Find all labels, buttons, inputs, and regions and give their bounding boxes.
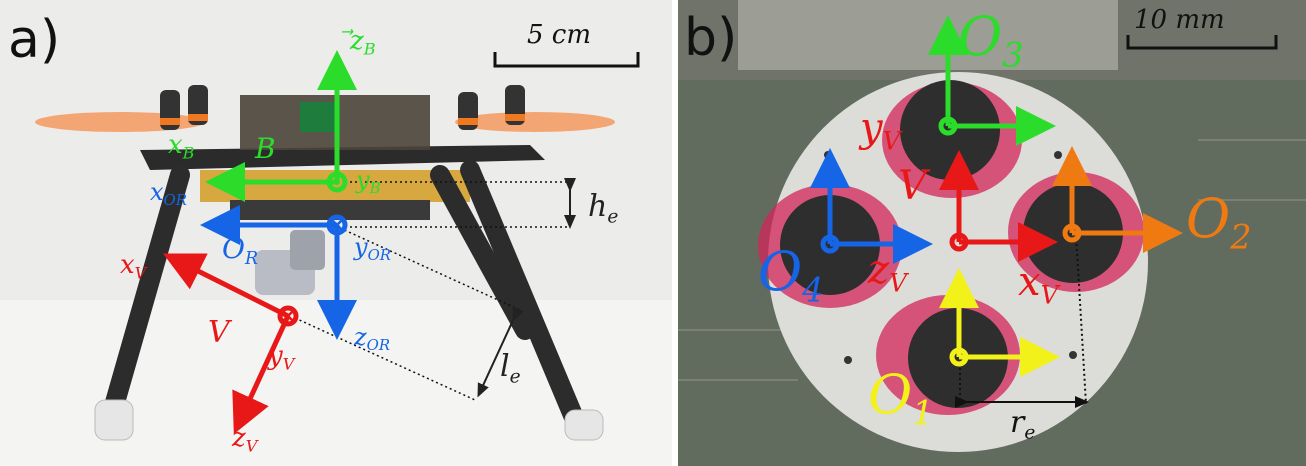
sensor-photo xyxy=(678,0,1306,466)
o3-origin-marker xyxy=(938,116,958,136)
or-origin-marker xyxy=(326,214,348,236)
scale-bar-a xyxy=(493,52,640,68)
scale-bar-a-label: 5 cm xyxy=(527,20,592,50)
or-origin-label: OR xyxy=(222,232,259,270)
z-v-axis xyxy=(232,314,291,435)
scale-bar-b xyxy=(1126,35,1278,50)
propeller-right xyxy=(455,112,615,132)
l-e-label: le xyxy=(500,349,521,388)
l-e-dimension xyxy=(477,306,524,398)
z-v-label: zV xyxy=(232,423,258,456)
z-or-label: zOR xyxy=(354,323,391,355)
y-b-label: yB xyxy=(356,166,381,198)
v-origin-label-b: V xyxy=(898,163,927,209)
x-or-label: xOR xyxy=(150,178,187,210)
panel-b: b) 10 mm re O3 O2 O4 O1 yV V zV xV xyxy=(678,0,1306,466)
v-origin-marker-b xyxy=(949,232,969,252)
o1-label: O1 xyxy=(868,363,934,433)
b-origin-marker xyxy=(326,171,348,193)
h-e-label: he xyxy=(588,189,619,228)
z-b-label: ⃗zB xyxy=(350,26,376,59)
y-v-label: yV xyxy=(268,341,295,374)
o2-origin-marker xyxy=(1062,223,1082,243)
panel-b-label: b) xyxy=(684,8,738,68)
y-or-label: yOR xyxy=(354,233,391,265)
x-v-label-b: xV xyxy=(1018,259,1059,310)
o2-label: O2 xyxy=(1186,187,1252,257)
r-e-label: re xyxy=(1010,405,1036,444)
v-origin-label: V xyxy=(208,315,230,350)
z-v-label-b: zV xyxy=(868,247,907,298)
b-origin-label: B xyxy=(255,132,276,165)
panel-a-label: a) xyxy=(8,10,61,70)
panel-a: a) 5 cm he le ⃗zB xB B yB xOR OR yOR zOR… xyxy=(0,0,672,466)
drone-photo xyxy=(0,50,672,466)
x-v-axis xyxy=(163,253,290,319)
x-v-label: xV xyxy=(120,250,147,283)
o4-origin-marker xyxy=(820,234,840,254)
x-b-label: xB xyxy=(168,130,195,163)
o4-label: O4 xyxy=(758,240,824,310)
o3-label: O3 xyxy=(958,5,1024,75)
sensor-1 xyxy=(908,308,1008,408)
scale-bar-b-label: 10 mm xyxy=(1134,5,1225,35)
v-origin-marker xyxy=(277,305,299,327)
o1-origin-marker xyxy=(949,347,969,367)
y-v-label-b: yV xyxy=(860,105,901,156)
